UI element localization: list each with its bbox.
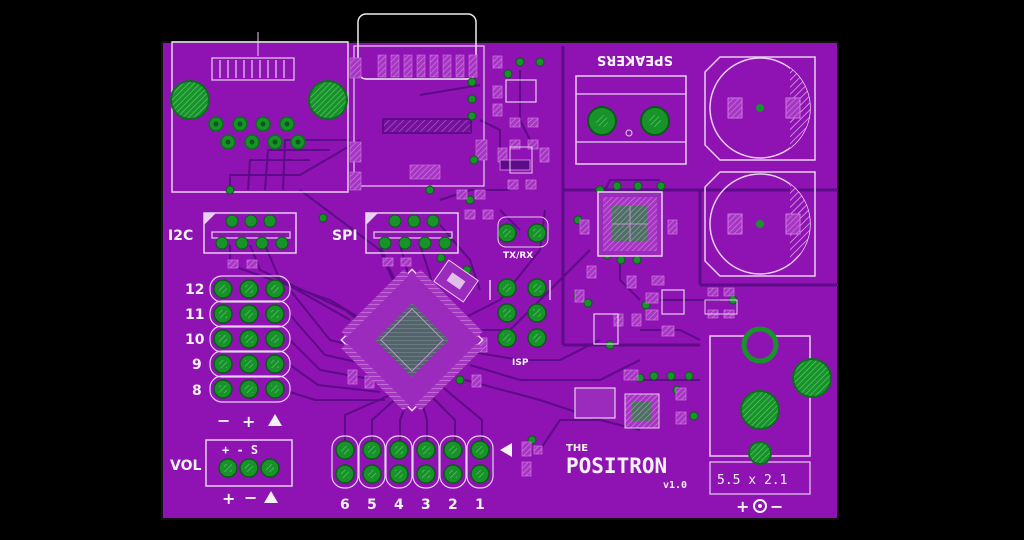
vol-footer-plus: + xyxy=(222,489,235,508)
power-minus-label: − xyxy=(770,497,783,516)
board-title: POSITRON xyxy=(566,454,667,478)
row-label-10: 10 xyxy=(185,332,205,348)
row-label-12: 12 xyxy=(185,282,204,298)
col-label-4: 4 xyxy=(394,497,404,513)
row-footer-signal-triangle-icon xyxy=(268,414,282,426)
capacitor-top xyxy=(704,56,816,161)
col-label-6: 6 xyxy=(340,497,350,513)
row-footer-plus: + xyxy=(242,412,255,431)
vol-pins-label: + - S xyxy=(222,443,258,457)
board-title-small: THE xyxy=(566,443,588,454)
col-label-5: 5 xyxy=(367,497,377,513)
vol-footer-minus: − xyxy=(244,488,257,507)
spi-label: SPI xyxy=(332,228,358,244)
txrx-header xyxy=(497,216,549,248)
col-label-2: 2 xyxy=(448,497,458,513)
isp-label: ISP xyxy=(512,358,529,368)
isp-header xyxy=(489,278,551,348)
vol-connector xyxy=(205,439,293,487)
power-plus-label: + xyxy=(736,497,749,516)
speaker-terminal xyxy=(575,75,687,165)
power-size-label: 5.5 x 2.1 xyxy=(717,473,787,488)
analog-header xyxy=(331,435,494,489)
i2c-label: I2C xyxy=(168,228,193,244)
audio-chip xyxy=(597,191,663,257)
rj-jack xyxy=(170,32,349,193)
microcontroller-chip xyxy=(340,268,484,412)
vol-footer-signal-triangle-icon xyxy=(264,491,278,503)
small-ics xyxy=(433,79,738,429)
servo-header-grid xyxy=(209,275,291,403)
vol-label: VOL xyxy=(170,458,201,474)
vias xyxy=(225,57,738,445)
power-polarity-icon xyxy=(753,499,767,513)
row-label-11: 11 xyxy=(185,307,204,323)
row-label-8: 8 xyxy=(192,383,202,399)
i2c-header xyxy=(203,212,297,254)
capacitor-bottom xyxy=(704,171,816,277)
board-version: v1.0 xyxy=(663,480,687,491)
row-footer-minus: − xyxy=(217,411,230,430)
col-label-1: 1 xyxy=(475,497,485,513)
analog-header-pointer-icon xyxy=(500,443,512,457)
signal-traces xyxy=(229,70,720,451)
col-label-3: 3 xyxy=(421,497,431,513)
speakers-label: SPEAKERS xyxy=(597,52,673,67)
spi-header xyxy=(365,212,459,254)
dc-barrel-jack xyxy=(709,326,832,495)
txrx-label: TX/RX xyxy=(503,251,533,261)
sd-card-module xyxy=(349,13,488,191)
row-label-9: 9 xyxy=(192,357,202,373)
